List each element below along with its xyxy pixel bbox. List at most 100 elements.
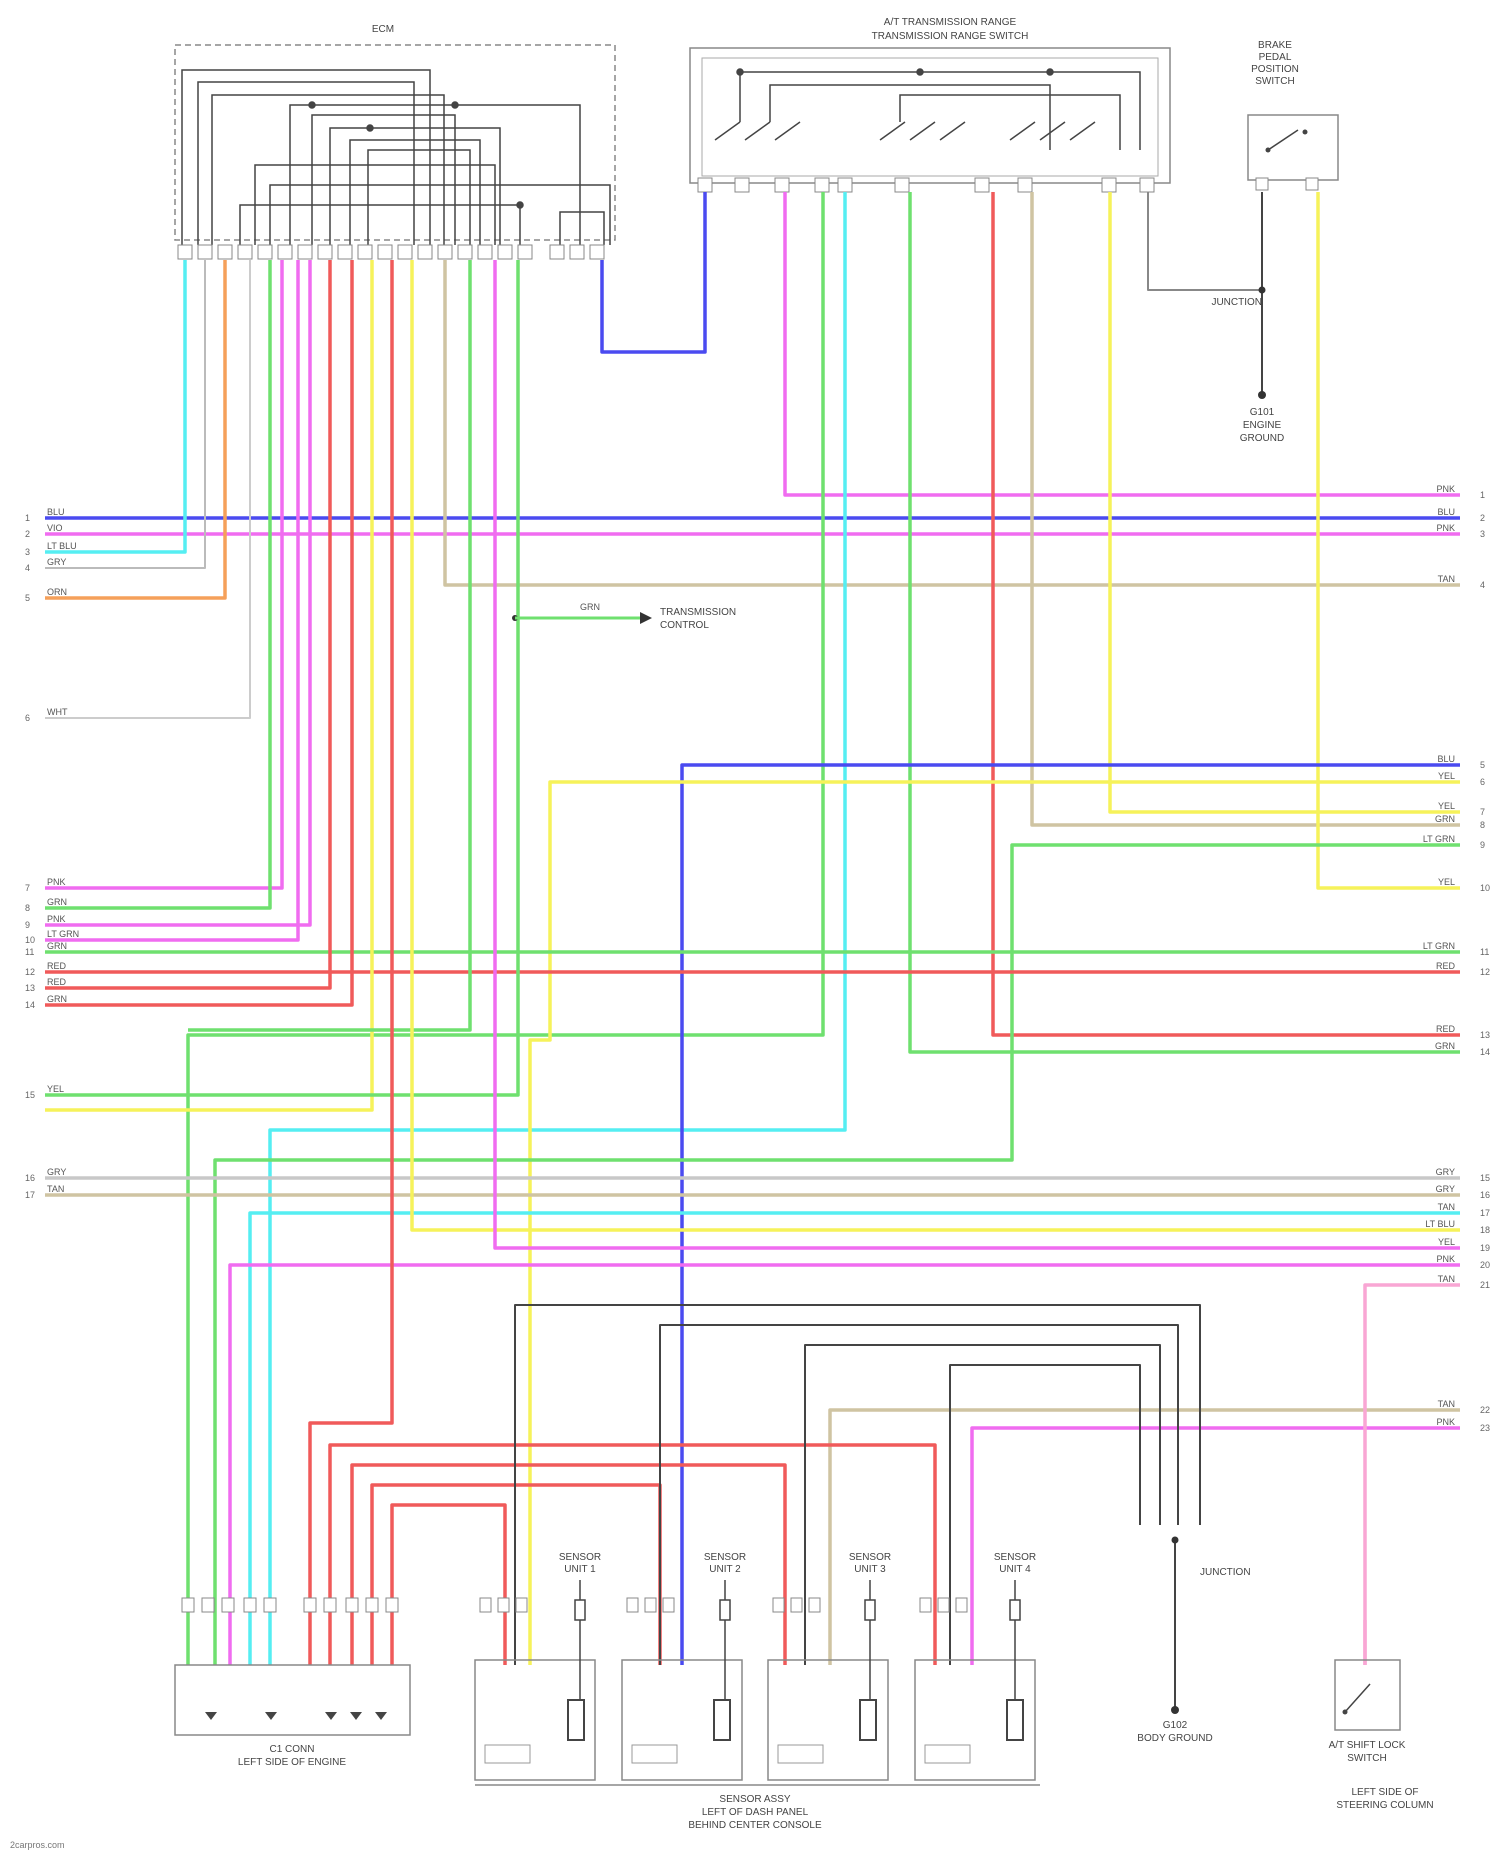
connector-label-line: C1 CONN [269, 1744, 314, 1755]
wire-cyan-lower [250, 1213, 1460, 1665]
junction-label: JUNCTION [1200, 1567, 1251, 1578]
wire-red-bundle-d [392, 1505, 505, 1665]
right-pin-wire-color: GRY [1436, 1167, 1455, 1177]
sensor-unit-2: SENSOR UNIT 2 [622, 1552, 746, 1780]
ecm-component: ECM [175, 24, 615, 259]
right-pin-wire-color: PNK [1436, 1254, 1455, 1264]
left-pin-wire-color: PNK [47, 914, 66, 924]
ground-top: JUNCTION G101 ENGINE GROUND [1211, 297, 1284, 444]
right-pin-wire-color: YEL [1438, 801, 1455, 811]
wire-blue-switch [602, 192, 705, 352]
left-pin-number: 16 [25, 1173, 35, 1183]
sensor-unit-label: SENSOR [994, 1552, 1036, 1563]
wire-green-long [215, 845, 1460, 1665]
switch-label-line: BRAKE [1258, 40, 1292, 51]
left-pin-wire-color: WHT [47, 707, 68, 717]
wire-red-left-2 [45, 260, 352, 1005]
wire-red-switch [993, 192, 1460, 1035]
left-pin-wire-color: GRN [47, 941, 67, 951]
right-pin-number: 11 [1480, 947, 1489, 957]
wire-pink-1428 [972, 1428, 1460, 1665]
right-pin-wire-color: LT GRN [1423, 941, 1455, 951]
right-pin-number: 4 [1480, 580, 1485, 590]
left-pin-wire-color: GRN [47, 994, 67, 1004]
right-pin-number: 8 [1480, 820, 1485, 830]
shift-lock-label-line: A/T SHIFT LOCK [1329, 1740, 1406, 1751]
right-pin-wire-color: TAN [1438, 1274, 1455, 1284]
left-pin-wire-color: RED [47, 977, 67, 987]
left-pin-number: 8 [25, 903, 30, 913]
right-pin-number: 7 [1480, 807, 1485, 817]
right-pin-wire-color: RED [1436, 961, 1456, 971]
right-pin-wire-color: GRY [1436, 1184, 1455, 1194]
wire-pink-left-1 [45, 260, 282, 888]
right-pin-wire-color: PNK [1436, 1417, 1455, 1427]
right-pin-number: 18 [1480, 1225, 1490, 1235]
left-pin-wire-color: VIO [47, 523, 63, 533]
right-pin-wire-color: YEL [1438, 877, 1455, 887]
left-pin-number: 2 [25, 529, 30, 539]
sensor-unit-1: SENSOR UNIT 1 [475, 1552, 601, 1780]
switch-title: A/T TRANSMISSION RANGE [884, 17, 1017, 28]
right-pin-wire-color: BLU [1437, 507, 1455, 517]
right-pin-wire-color: PNK [1436, 484, 1455, 494]
left-pin-wire-color: TAN [47, 1184, 64, 1194]
switch-subtitle: TRANSMISSION RANGE SWITCH [872, 31, 1029, 42]
wire-tan-1 [445, 260, 1460, 585]
left-pin-number: 13 [25, 983, 35, 993]
right-pin-number: 17 [1480, 1208, 1490, 1218]
switch-label-line: POSITION [1251, 64, 1299, 75]
arrow-wire-label: GRN [580, 602, 600, 612]
ground-label-line: BODY GROUND [1137, 1733, 1212, 1744]
wire-yellow-long [530, 782, 1460, 1665]
left-pin-number: 9 [25, 920, 30, 930]
left-pin-number: 14 [25, 1000, 35, 1010]
wire-pink-switch [785, 192, 1460, 495]
right-pin-number: 5 [1480, 760, 1485, 770]
right-pin-number: 14 [1480, 1047, 1490, 1057]
right-pin-number: 22 [1480, 1405, 1490, 1415]
left-pin-number: 4 [25, 563, 30, 573]
right-pin-wire-color: LT BLU [1425, 1219, 1455, 1229]
arrow-label-line: CONTROL [660, 620, 709, 631]
sensor-group-label-line: BEHIND CENTER CONSOLE [688, 1820, 822, 1831]
right-pin-wire-color: BLU [1437, 754, 1455, 764]
left-pin-number: 17 [25, 1190, 35, 1200]
right-pin-wire-color: TAN [1438, 574, 1455, 584]
right-pin-wire-color: PNK [1436, 523, 1455, 533]
right-pin-number: 12 [1480, 967, 1490, 977]
left-pin-wire-color: PNK [47, 877, 66, 887]
wire-green-left-1 [45, 260, 270, 908]
junction-dots [512, 287, 1266, 1715]
left-pin-number: 12 [25, 967, 35, 977]
right-pin-number: 13 [1480, 1030, 1490, 1040]
wire-yellow-lower [412, 260, 1460, 1230]
right-pin-number: 9 [1480, 840, 1485, 850]
brake-pedal-position-switch: BRAKE PEDAL POSITION SWITCH [1248, 40, 1338, 190]
ground-label-line: G102 [1163, 1720, 1188, 1731]
wire-blue-long [682, 765, 1460, 1665]
left-pin-number: 6 [25, 713, 30, 723]
wire-red-bundle-a [330, 1445, 935, 1665]
right-pin-number: 15 [1480, 1173, 1490, 1183]
switch-label-line: PEDAL [1259, 52, 1292, 63]
wire-pink-lower [495, 260, 1460, 1248]
left-pin-wire-color: GRN [47, 897, 67, 907]
ground-label-line: ENGINE [1243, 420, 1282, 431]
left-pin-wire-color: RED [47, 961, 67, 971]
right-pin-wire-color: GRN [1435, 1041, 1455, 1051]
right-pin-number: 23 [1480, 1423, 1490, 1433]
right-pin-number: 16 [1480, 1190, 1490, 1200]
wire-pink-brake [1365, 1285, 1460, 1665]
sensor-unit-label: SENSOR [849, 1552, 891, 1563]
left-pin-number: 5 [25, 593, 30, 603]
connector-label-line: LEFT SIDE OF ENGINE [238, 1757, 346, 1768]
left-pin-number: 15 [25, 1090, 35, 1100]
left-pin-number: 11 [25, 947, 34, 957]
right-pin-wire-color: TAN [1438, 1399, 1455, 1409]
left-pin-wire-color: GRY [47, 1167, 66, 1177]
ground-label-line: GROUND [1240, 433, 1284, 444]
sensor-unit-4: SENSOR UNIT 4 [915, 1552, 1036, 1780]
left-pin-number: 10 [25, 935, 35, 945]
